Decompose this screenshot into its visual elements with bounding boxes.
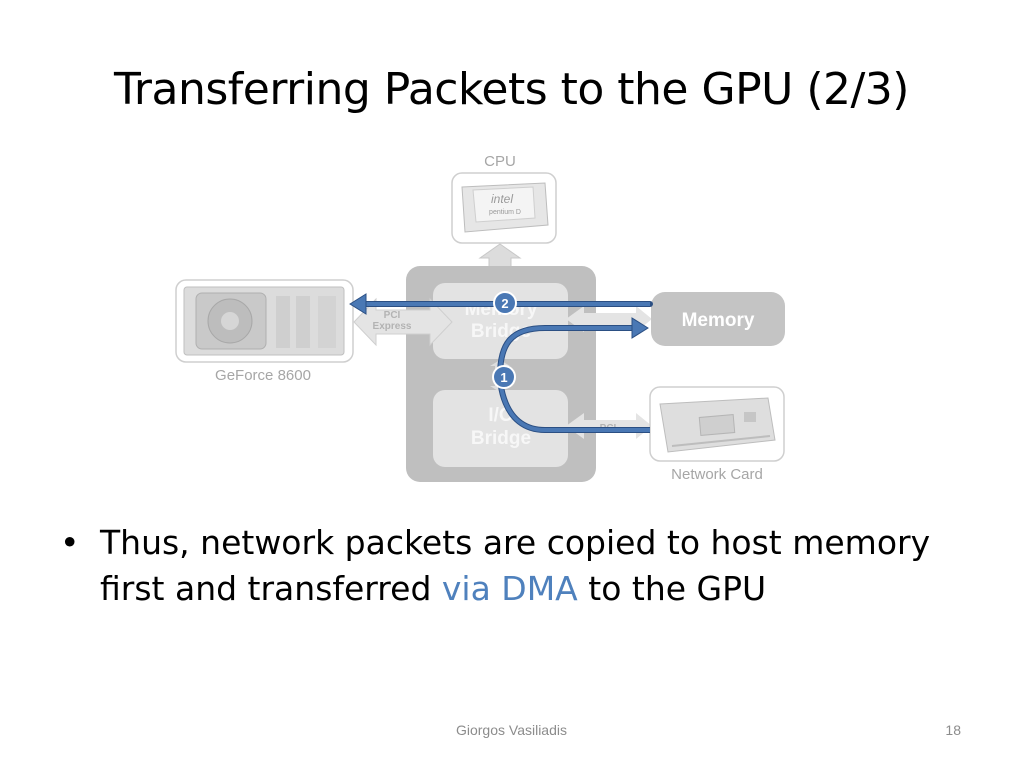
pci-link (566, 413, 652, 439)
bullet-text: Thus, network packets are copied to host… (100, 520, 960, 612)
pci-express-label-line1: PCI (384, 310, 401, 321)
cpu-chip-brand: intel (491, 192, 513, 206)
bullet-text-after: to the GPU (577, 569, 767, 608)
bullet-dot: • (60, 523, 80, 562)
memory-link (566, 306, 652, 332)
gpu-label: GeForce 8600 (215, 367, 311, 384)
bullet-item: • Thus, network packets are copied to ho… (60, 520, 960, 612)
bullet-list: • Thus, network packets are copied to ho… (60, 520, 960, 612)
slide-title: Transferring Packets to the GPU (2/3) (114, 64, 909, 115)
bullet-highlight: via DMA (441, 569, 578, 608)
memory-label: Memory (682, 310, 755, 331)
network-card-label: Network Card (671, 466, 763, 483)
step-1-badge: 1 (492, 365, 516, 389)
cpu-chip-icon: intel pentium D (461, 182, 549, 233)
memory-box (651, 292, 785, 346)
io-bridge-label-line2: Bridge (471, 428, 531, 449)
bullet-text-before: Thus, network packets are copied to host… (100, 523, 931, 608)
cpu-chip-model: pentium D (489, 209, 521, 216)
pci-express-label-line2: Express (373, 321, 412, 332)
io-bridge-box (433, 390, 568, 467)
footer-author: Giorgos Vasiliadis (455, 722, 567, 738)
step-2-number: 2 (501, 296, 508, 311)
footer-page-number: 18 (945, 722, 961, 738)
step-2-badge: 2 (493, 291, 517, 315)
gpu-card-icon (183, 286, 345, 356)
step-1-number: 1 (500, 370, 507, 385)
network-card-icon (659, 397, 776, 453)
cpu-label: CPU (484, 153, 516, 170)
